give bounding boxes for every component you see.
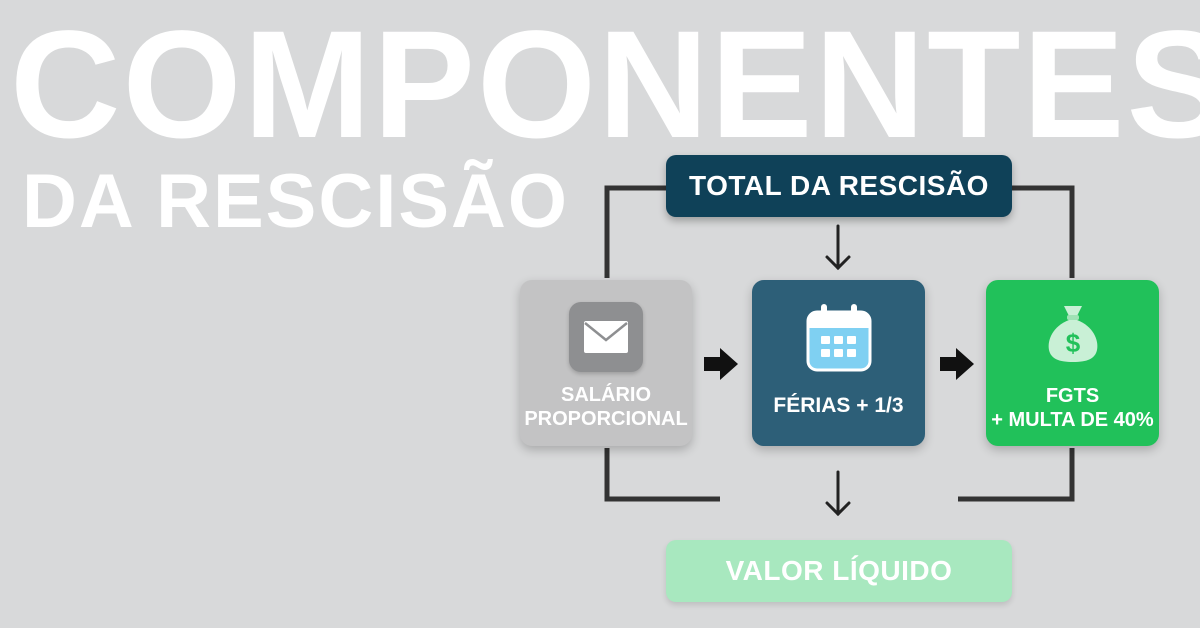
connector-top-left <box>604 185 666 278</box>
connector-bottom-right <box>958 448 1075 502</box>
page-subtitle: DA RESCISÃO <box>22 159 570 244</box>
arrow-down-top <box>825 224 851 271</box>
card-label-line2: + MULTA DE 40% <box>991 409 1154 431</box>
calendar-icon <box>806 304 871 372</box>
card-label-line2: PROPORCIONAL <box>524 408 688 430</box>
card-salario-proporcional: SALÁRIO PROPORCIONAL <box>520 280 692 446</box>
card-fgts-multa: $ FGTS + MULTA DE 40% <box>986 280 1159 446</box>
card-label-line1: FÉRIAS + 1/3 <box>773 394 904 417</box>
money-bag-icon: $ <box>1048 306 1097 362</box>
arrow-right-1 <box>704 348 738 380</box>
arrow-down-bottom <box>825 470 851 517</box>
envelope-icon <box>569 302 643 372</box>
connector-bottom-left <box>604 448 720 502</box>
card-label-line1: SALÁRIO <box>561 384 651 406</box>
card-ferias: FÉRIAS + 1/3 <box>752 280 925 446</box>
card-label-line1: FGTS <box>1045 385 1100 407</box>
total-rescisao-box: TOTAL DA RESCISÃO <box>666 155 1012 217</box>
page-title: COMPONENTES <box>10 0 1200 170</box>
valor-liquido-box: VALOR LÍQUIDO <box>666 540 1012 602</box>
arrow-right-2 <box>940 348 974 380</box>
connector-top-right <box>1012 185 1075 278</box>
svg-text:$: $ <box>1065 328 1080 358</box>
